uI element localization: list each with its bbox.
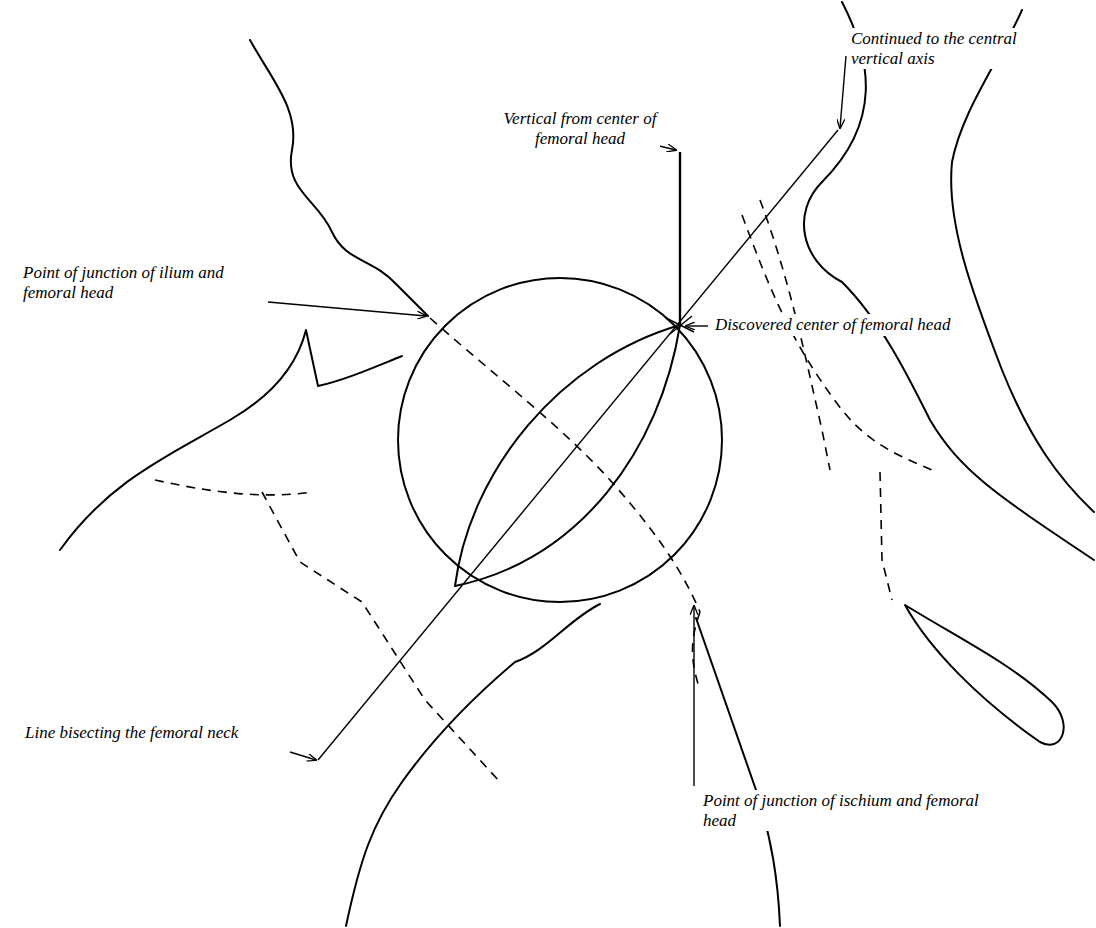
continuation-label: Continued to the central vertical axis (848, 28, 1048, 69)
ilium-junction-label: Point of junction of ilium and femoral h… (20, 262, 266, 303)
bisector-label: Line bisecting the femoral neck (22, 722, 288, 744)
ischium-junction-label: Point of junction of ischium and femoral… (700, 790, 1000, 831)
vertical-line-label: Vertical from center of femoral head (500, 108, 660, 149)
center-label: Discovered center of femoral head (712, 314, 974, 336)
